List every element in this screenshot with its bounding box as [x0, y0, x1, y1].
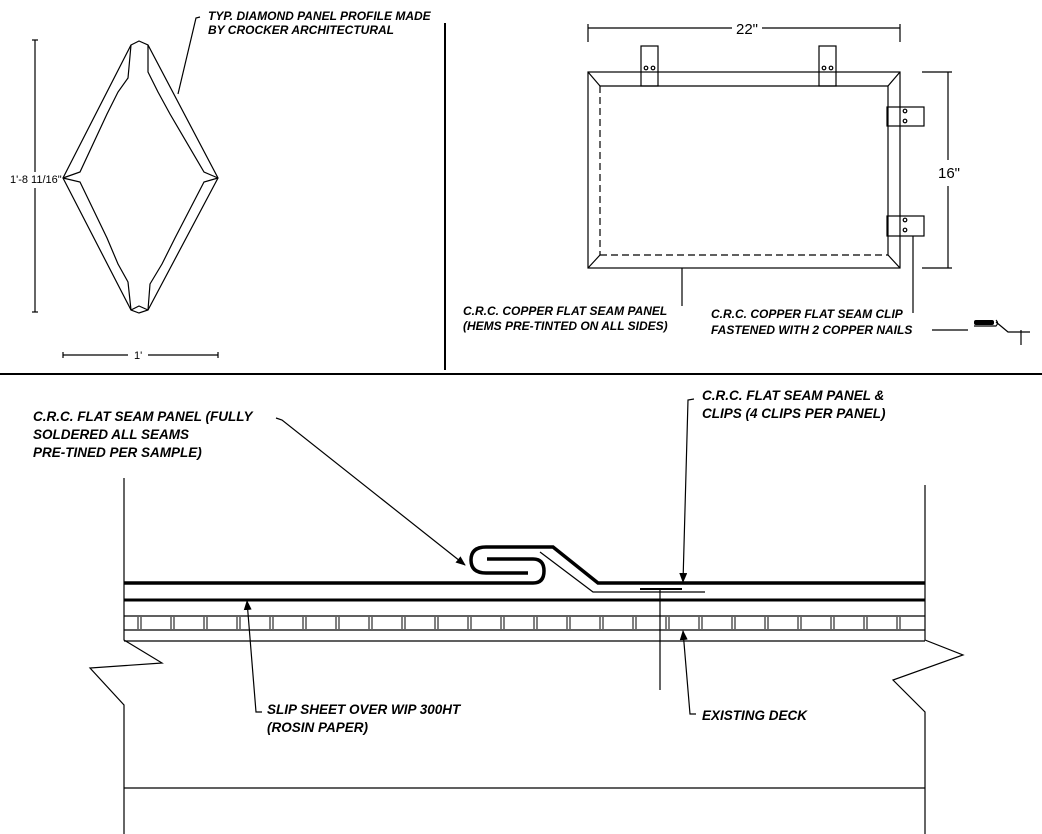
section-walls: [88, 478, 965, 834]
diamond-panel-profile: [62, 40, 219, 314]
clips-callout-line1: C.R.C. FLAT SEAM PANEL &: [702, 388, 884, 403]
diamond-height-dimension: [8, 39, 62, 313]
diamond-callout-leader: [177, 16, 201, 95]
diamond-height-label: 1'-8 11/16": [10, 174, 62, 186]
clip-detail: [640, 588, 682, 690]
clips-callout-line2: CLIPS (4 CLIPS PER PANEL): [702, 406, 886, 421]
diamond-callout-line1: TYP. DIAMOND PANEL PROFILE MADE: [208, 9, 432, 23]
slip-sheet-and-deck: [124, 598, 925, 642]
diamond-width-label: 1': [134, 350, 142, 362]
clip-callout-line1: C.R.C. COPPER FLAT SEAM CLIP: [711, 307, 904, 321]
slip-sheet-callout-line1: SLIP SHEET OVER WIP 300HT: [267, 702, 462, 717]
panel-width-dimension: [587, 24, 901, 42]
panel-width-label: 22": [736, 21, 758, 38]
slip-sheet-callout-line2: (ROSIN PAPER): [267, 720, 369, 735]
panel-height-label: 16": [938, 165, 960, 182]
seam-callout-line1: C.R.C. FLAT SEAM PANEL (FULLY: [33, 409, 254, 424]
seam-callout-leader: [275, 417, 466, 566]
flat-seam-panels: [124, 545, 925, 593]
clips-callout-leader: [679, 398, 695, 583]
panel-height-dimension: [922, 71, 952, 269]
slip-sheet-callout-leader: [243, 600, 262, 713]
seam-callout-line2: SOLDERED ALL SEAMS: [33, 427, 189, 442]
panel-callout-line2: (HEMS PRE-TINTED ON ALL SIDES): [463, 319, 668, 333]
seam-callout-line3: PRE-TINED PER SAMPLE): [33, 445, 202, 460]
deck-callout-leader: [679, 630, 696, 715]
deck-callout: EXISTING DECK: [702, 708, 808, 723]
deck-fasteners: [137, 617, 901, 629]
diamond-width-dimension: [62, 352, 219, 358]
panel-callout-line1: C.R.C. COPPER FLAT SEAM PANEL: [463, 304, 667, 318]
panel-clips: [640, 45, 925, 237]
clip-profile-icon: [974, 319, 1030, 345]
flat-seam-panel-plan: [587, 71, 901, 269]
clip-callout-line2: FASTENED WITH 2 COPPER NAILS: [711, 323, 912, 337]
diamond-callout-line2: BY CROCKER ARCHITECTURAL: [208, 23, 394, 37]
